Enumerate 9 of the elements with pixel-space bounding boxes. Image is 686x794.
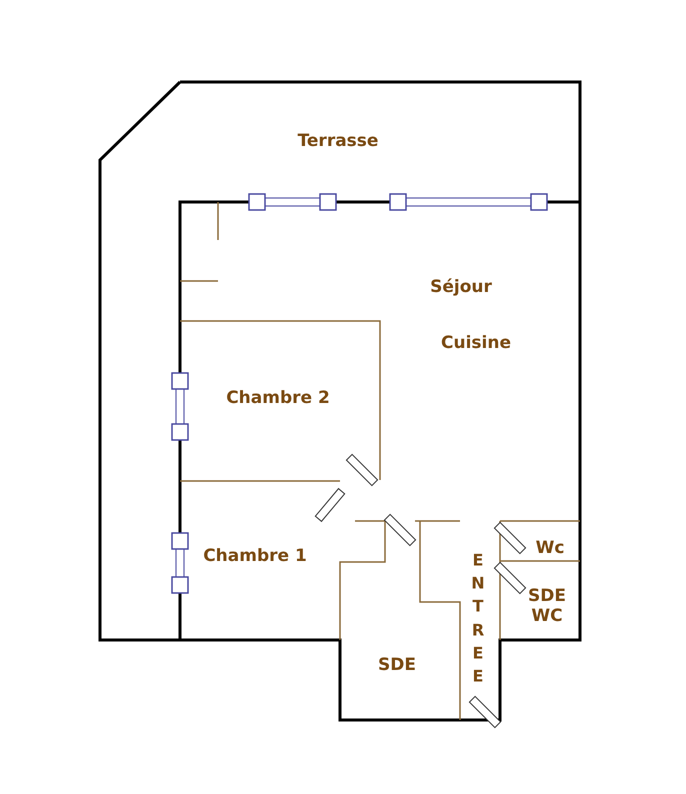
room-label: ENTREE xyxy=(470,549,486,688)
room-label: Chambre 2 xyxy=(226,388,330,408)
room-label: SDE xyxy=(378,655,416,675)
room-label: Cuisine xyxy=(441,333,511,353)
room-label: Chambre 1 xyxy=(203,546,307,566)
room-label: Wc xyxy=(536,538,564,558)
room-label: Terrasse xyxy=(298,131,378,151)
room-label: SDE WC xyxy=(527,586,567,626)
room-label: Séjour xyxy=(430,277,492,297)
